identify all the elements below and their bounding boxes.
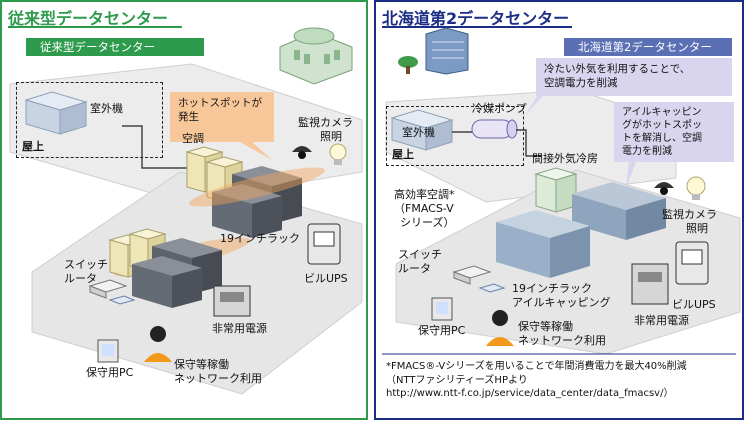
- high-eff-aircon-label-3: シリーズ）: [400, 216, 455, 229]
- ups-label: ビルUPS: [304, 272, 348, 285]
- conventional-dc-illustration: [8, 26, 363, 395]
- footnote-url: http://www.ntt-f.co.jp/service/data_cent…: [386, 388, 674, 399]
- outdoor-air-text-2: 空調電力を削減: [544, 77, 618, 90]
- rack-label: 19インチラック: [220, 232, 300, 245]
- ups-icon: [675, 241, 709, 285]
- emergency-power-label: 非常用電源: [634, 314, 689, 327]
- rooftop-zone: [386, 106, 524, 166]
- switch-router-icon: [88, 279, 136, 305]
- hotspot-callout: ホットスポットが 発生: [170, 92, 274, 142]
- light-bulb-icon: [686, 176, 706, 200]
- indirect-cooling-unit-icon: [534, 167, 578, 213]
- rooftop-label: 屋上: [22, 140, 44, 153]
- rooftop-label: 屋上: [392, 148, 414, 161]
- emergency-generator-icon: [213, 285, 251, 317]
- network-label: ネットワーク利用: [518, 334, 606, 347]
- coolant-pump-icon: [471, 119, 518, 139]
- ups-label: ビルUPS: [672, 298, 716, 311]
- rooftop-zone: [16, 82, 163, 158]
- aisle-capping-label: アイルキャッピング: [512, 296, 611, 309]
- panel-title: 北海道第2データセンター: [382, 9, 570, 28]
- panel-header-bar: 従来型データセンター: [26, 38, 204, 56]
- indirect-cooling-label: 間接外気冷房: [532, 152, 598, 165]
- maintenance-pc-icon: [97, 339, 119, 363]
- server-rack-icon: [212, 166, 302, 238]
- maintenance-worker-icon: [486, 310, 514, 346]
- network-label: ネットワーク利用: [174, 372, 262, 385]
- aisle-capping-callout: アイルキャッピン グがホットスポッ トを解消し、空調 電力を削減: [614, 102, 734, 162]
- outdoor-unit-label: 室外機: [402, 126, 435, 139]
- fmacs-footnote: *FMACS®-Vシリーズを用いることで年間消費電力を最大40%削減 （NTTフ…: [386, 360, 738, 401]
- aisle-note-3: トを解消し、空調: [622, 133, 702, 144]
- building-icon: [398, 27, 469, 75]
- light-bulb-icon: [329, 143, 347, 165]
- hokkaido-dc-illustration: [382, 26, 741, 355]
- outdoor-unit-label: 室外機: [90, 102, 123, 115]
- panel-header-bar: 北海道第2データセンター: [564, 38, 732, 56]
- camera-label: 監視カメラ: [298, 116, 353, 129]
- rack-label: 19インチラック: [512, 282, 592, 295]
- high-eff-aircon-label-2: （FMACS-V: [394, 202, 454, 215]
- camera-label: 監視カメラ: [662, 208, 717, 221]
- footnote-line-2: （NTTファシリティーズHPより: [386, 374, 528, 386]
- server-rack-lower-icon: [132, 238, 222, 308]
- lighting-label: 照明: [686, 222, 708, 235]
- maintenance-worker-icon: [144, 326, 172, 362]
- hotspot-text-1: ホットスポットが: [178, 97, 262, 109]
- refrigerant-line: [122, 125, 187, 169]
- emergency-power-label: 非常用電源: [212, 322, 267, 335]
- building-icon: [279, 27, 353, 85]
- emergency-generator-icon: [631, 263, 669, 305]
- maintenance-label: 保守等稼働: [174, 358, 229, 371]
- outdoor-unit-icon: [390, 109, 454, 151]
- pc-label: 保守用PC: [418, 324, 466, 337]
- aisle-capped-rack-icon: [496, 182, 666, 278]
- outdoor-unit-icon: [24, 91, 88, 135]
- aircon-label: 空調: [182, 132, 204, 145]
- hotspot-callout-tail: [240, 142, 272, 160]
- conventional-dc-panel: 従来型データセンター 従来型データセンター 室外機 屋上 ホットスポットが 発生…: [0, 0, 368, 420]
- refrigerant-line: [452, 129, 541, 157]
- footnote-line-1: *FMACS®-Vシリーズを用いることで年間消費電力を最大40%削減: [386, 361, 687, 372]
- outdoor-air-text-1: 冷たい外気を利用することで、: [544, 63, 691, 75]
- switch-label: スイッチ: [398, 248, 442, 261]
- maintenance-label: 保守等稼働: [518, 320, 573, 333]
- router-label: ルータ: [64, 272, 97, 285]
- outdoor-air-callout: 冷たい外気を利用することで、 空調電力を削減: [536, 58, 732, 96]
- switch-router-icon: [452, 265, 506, 293]
- aisle-note-1: アイルキャッピン: [622, 107, 702, 118]
- aisle-note-4: 電力を削減: [622, 146, 672, 157]
- coolant-pump-label: 冷媒ポンプ: [472, 102, 527, 115]
- panel-title: 従来型データセンター: [8, 9, 169, 28]
- lighting-label: 照明: [320, 130, 342, 143]
- switch-label: スイッチ: [64, 258, 108, 271]
- surveillance-camera-icon: [654, 182, 674, 195]
- maintenance-pc-icon: [431, 297, 453, 321]
- hotspot-glow: [189, 167, 325, 207]
- pc-label: 保守用PC: [86, 366, 134, 379]
- high-eff-aircon-label-1: 高効率空調*: [394, 188, 455, 201]
- surveillance-camera-icon: [292, 146, 312, 159]
- router-label: ルータ: [398, 262, 431, 275]
- hotspot-text-2: 発生: [178, 111, 199, 124]
- ups-icon: [307, 223, 341, 265]
- hokkaido-dc-panel: 北海道第2データセンター 北海道第2データセンター 冷たい外気を利用することで、…: [374, 0, 744, 420]
- aisle-note-2: グがホットスポッ: [622, 120, 702, 131]
